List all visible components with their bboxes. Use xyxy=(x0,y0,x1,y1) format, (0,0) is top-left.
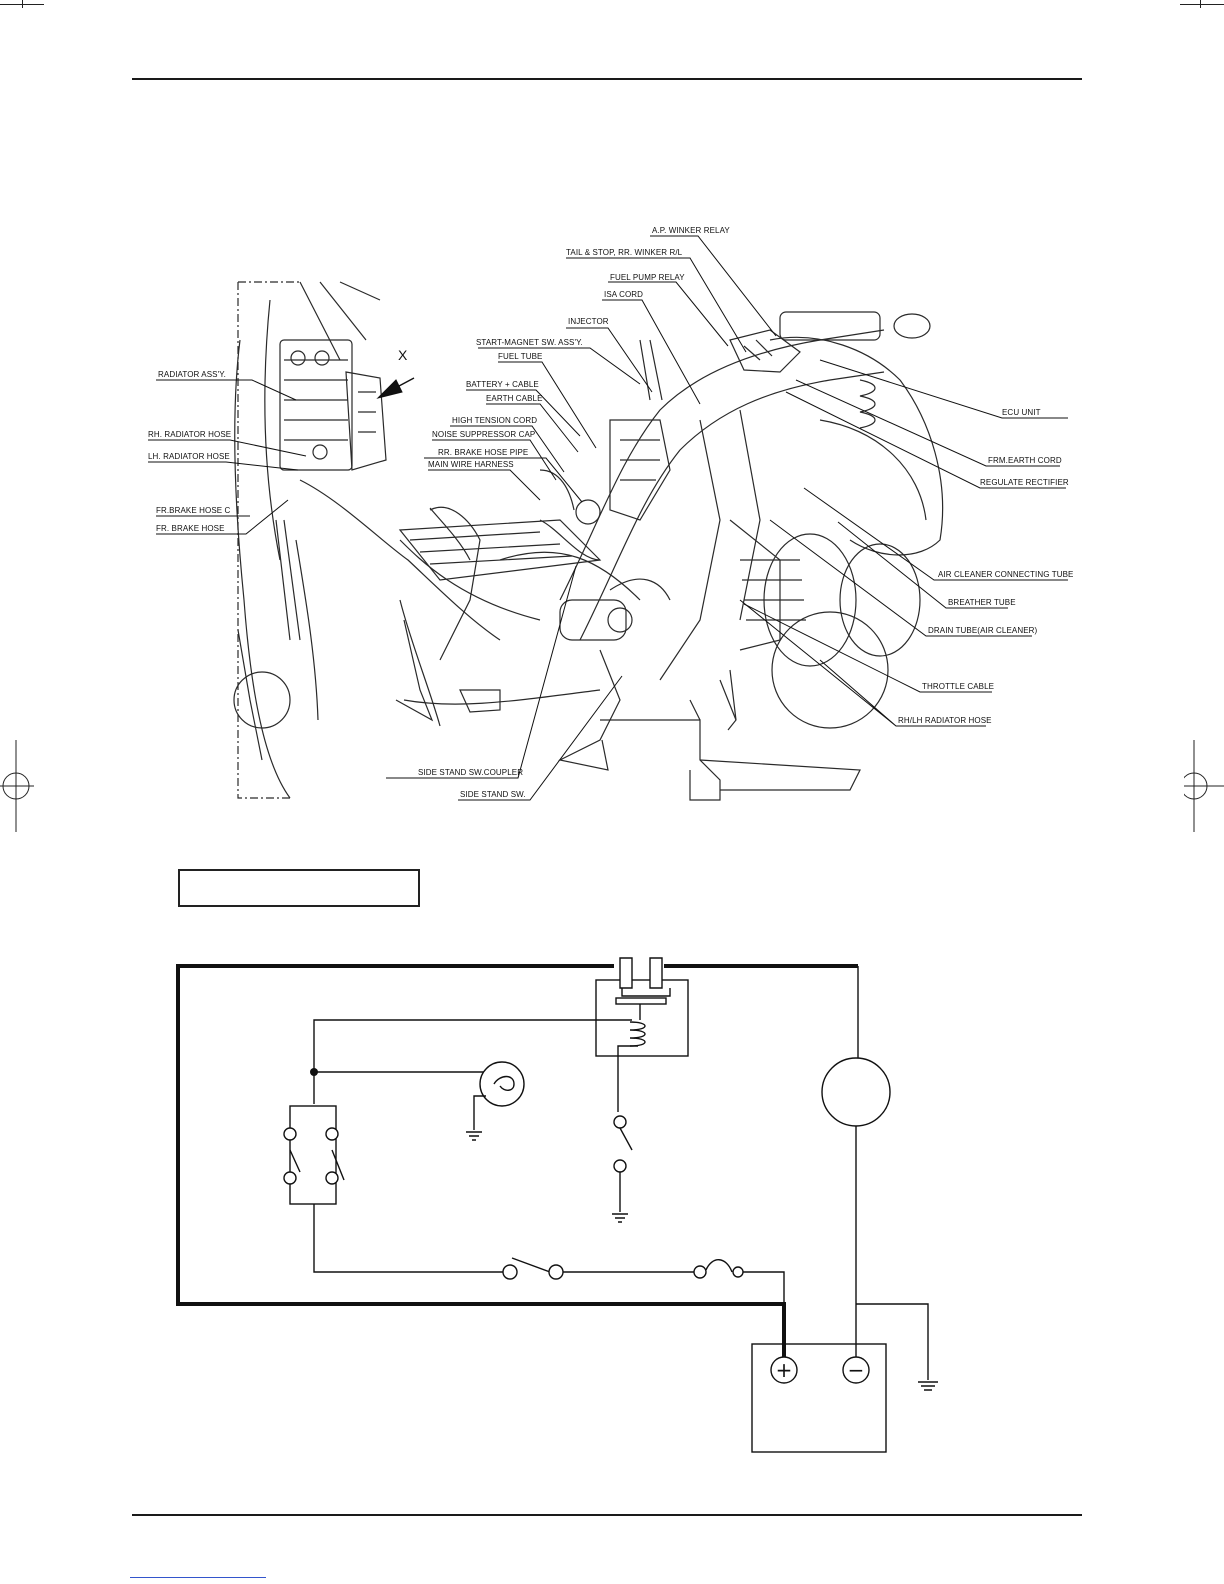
view-mark-label: X xyxy=(398,347,408,363)
scooter-line-art xyxy=(233,281,944,801)
callout-drain-tube: DRAIN TUBE(AIR CLEANER) xyxy=(928,626,1038,635)
battery-box xyxy=(751,1343,887,1453)
view-arrow xyxy=(376,377,415,399)
fuse-icon xyxy=(705,1259,733,1273)
footer-link-underline xyxy=(130,1577,266,1578)
caption-box xyxy=(178,869,420,907)
callout-noise-suppressor-cap: NOISE SUPPRESSOR CAP xyxy=(432,430,535,439)
relay-contact-right xyxy=(649,957,663,989)
brake-switch-block xyxy=(289,1105,337,1205)
callout-breather-tube: BREATHER TUBE xyxy=(948,598,1016,607)
scooter-wiring-routing-diagram: X A.P. WINKER RELAY TAIL & STOP, RR. WIN… xyxy=(148,226,1073,801)
battery-negative-symbol: − xyxy=(848,1358,865,1382)
callout-main-wire-harness: MAIN WIRE HARNESS xyxy=(428,460,514,469)
callout-fr-brake-hose: FR. BRAKE HOSE xyxy=(156,524,225,533)
callout-side-stand-sw: SIDE STAND SW. xyxy=(460,790,526,799)
callout-ecu-unit: ECU UNIT xyxy=(1002,408,1041,417)
crop-mark-top-right xyxy=(1180,4,1224,5)
callout-earth-cable: EARTH CABLE xyxy=(486,394,543,403)
main-switch-contact-left xyxy=(502,1264,518,1280)
callout-frm-earth-cord: FRM.EARTH CORD xyxy=(988,456,1062,465)
frame-ground-icon xyxy=(918,1381,938,1391)
lamp-ground-icon xyxy=(466,1131,482,1141)
battery-positive-symbol: + xyxy=(776,1358,793,1382)
callout-regulate-rectifier: REGULATE RECTIFIER xyxy=(980,478,1069,487)
callout-tail-stop-winker: TAIL & STOP, RR. WINKER R/L xyxy=(566,248,683,257)
relay-plunger xyxy=(615,997,667,1005)
starter-relay-box xyxy=(595,979,689,1057)
callout-fuel-tube: FUEL TUBE xyxy=(498,352,542,361)
callout-air-cleaner-tube: AIR CLEANER CONNECTING TUBE xyxy=(938,570,1073,579)
callout-high-tension-cord: HIGH TENSION CORD xyxy=(452,416,537,425)
registration-mark-right xyxy=(1184,740,1224,832)
indicator-lamp xyxy=(479,1061,525,1107)
side-stand-ground-icon xyxy=(612,1213,628,1223)
callout-start-magnet-sw: START-MAGNET SW. ASS'Y. xyxy=(476,338,583,347)
junction-dot xyxy=(310,1068,318,1076)
callout-injector: INJECTOR xyxy=(568,317,609,326)
battery-positive-terminal xyxy=(770,1356,798,1384)
crop-mark-top-left-v xyxy=(22,0,23,8)
main-power-cable xyxy=(176,964,786,1370)
registration-mark-left xyxy=(0,740,34,832)
callout-rr-brake-hose-pipe: RR. BRAKE HOSE PIPE xyxy=(438,448,528,457)
callout-fr-brake-hose-c: FR.BRAKE HOSE C xyxy=(156,506,231,515)
callout-lh-radiator-hose: LH. RADIATOR HOSE xyxy=(148,452,230,461)
main-switch-contact-right xyxy=(548,1264,564,1280)
header-rule xyxy=(132,78,1082,80)
crop-mark-top-right-v xyxy=(1200,0,1201,8)
callout-ap-winker-relay: A.P. WINKER RELAY xyxy=(652,226,730,235)
relay-coil xyxy=(629,1021,646,1047)
callout-rh-radiator-hose: RH. RADIATOR HOSE xyxy=(148,430,231,439)
callout-throttle-cable: THROTTLE CABLE xyxy=(922,682,994,691)
callout-fuel-pump-relay: FUEL PUMP RELAY xyxy=(610,273,685,282)
callout-rh-lh-radiator-hose: RH/LH RADIATOR HOSE xyxy=(898,716,992,725)
callout-radiator-assy: RADIATOR ASS'Y. xyxy=(158,370,226,379)
leader-lines xyxy=(148,235,1068,801)
starter-motor-icon xyxy=(821,1057,891,1127)
battery-negative-terminal xyxy=(842,1356,870,1384)
relay-contact-left xyxy=(619,957,633,989)
callout-battery-cable: BATTERY + CABLE xyxy=(466,380,539,389)
footer-rule xyxy=(132,1514,1082,1516)
callout-isa-cord: ISA CORD xyxy=(604,290,643,299)
callout-side-stand-coupler: SIDE STAND SW.COUPLER xyxy=(418,768,523,777)
